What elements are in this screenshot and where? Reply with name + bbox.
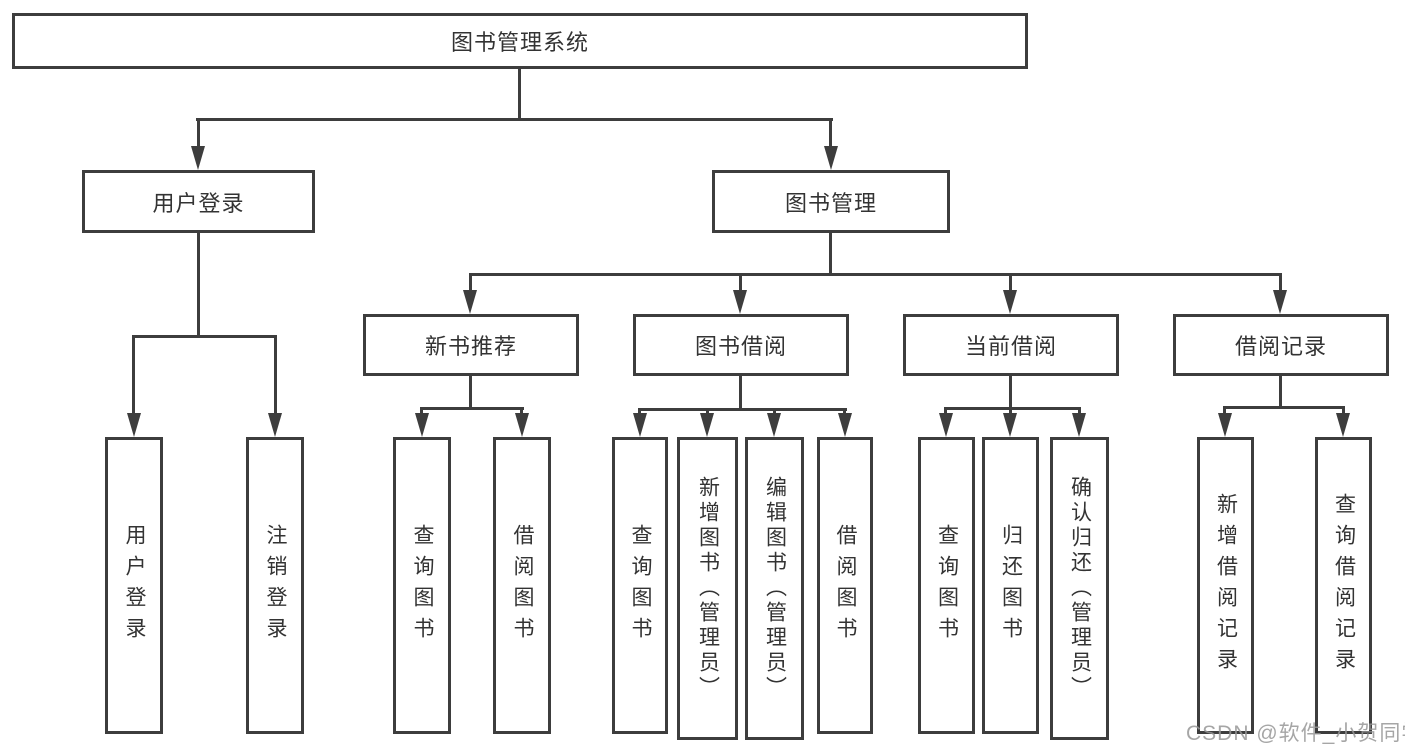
arrowhead-down-icon <box>1273 290 1287 314</box>
csdn-watermark: CSDN @软件_小贺同学 <box>1186 722 1405 745</box>
node-book-borrow: 图书借阅 <box>633 314 849 376</box>
connector-drop <box>773 408 776 415</box>
arrowhead-down-icon <box>700 413 714 437</box>
connector-drop <box>843 408 846 415</box>
arrowhead-down-icon <box>767 413 781 437</box>
leaf-logout: 注销登录 <box>246 437 304 734</box>
connector-book-borrow-stub <box>739 376 742 408</box>
leaf-query-book-label: 查询图书 <box>935 523 959 648</box>
arrowhead-down-icon <box>515 413 529 437</box>
leaf-borrow-book-label: 借阅图书 <box>511 523 534 648</box>
leaf-query-borrow-record-label: 查询借阅记录 <box>1332 492 1356 679</box>
arrowhead-down-icon <box>415 413 429 437</box>
node-current-borrow-label: 当前借阅 <box>964 334 1057 359</box>
node-new-book-recommend: 新书推荐 <box>363 314 579 376</box>
arrowhead-down-icon <box>633 413 647 437</box>
leaf-add-borrow-record: 新增借阅记录 <box>1197 437 1254 734</box>
connector-new-book-stub <box>469 376 472 407</box>
node-user-login-label: 用户登录 <box>152 190 245 216</box>
connector-drop <box>420 407 423 415</box>
arrowhead-down-icon <box>191 146 205 170</box>
arrowhead-down-icon <box>127 413 141 437</box>
node-book-management-label: 图书管理 <box>784 190 877 216</box>
arrowhead-down-icon <box>838 413 852 437</box>
connector-borrow-records-stub <box>1279 376 1282 406</box>
leaf-query-book-label: 查询图书 <box>629 523 652 648</box>
node-book-borrow-label: 图书借阅 <box>694 334 787 359</box>
connector-drop <box>1078 407 1081 415</box>
connector-book-management-stub <box>829 233 832 273</box>
leaf-add-borrow-record-label: 新增借阅记录 <box>1214 492 1238 679</box>
connector-drop-borrow-records <box>1279 273 1282 292</box>
connector-book-management-branch <box>469 273 1282 276</box>
connector-drop <box>706 408 709 415</box>
connector-drop-book-management <box>829 118 832 148</box>
connector-drop <box>944 407 947 415</box>
connector-drop-leaf-logout <box>274 335 277 413</box>
node-root: 图书管理系统 <box>12 13 1028 69</box>
leaf-query-book-borrow: 查询图书 <box>612 437 668 734</box>
leaf-return-book: 归还图书 <box>982 437 1039 734</box>
arrowhead-down-icon <box>824 146 838 170</box>
node-user-login: 用户登录 <box>82 170 315 233</box>
arrowhead-down-icon <box>733 290 747 314</box>
connector-user-login-branch <box>132 335 277 338</box>
node-borrow-records-label: 借阅记录 <box>1234 334 1327 359</box>
node-borrow-records: 借阅记录 <box>1173 314 1389 376</box>
connector-current-borrow-branch <box>944 407 1081 410</box>
leaf-query-book-label: 查询图书 <box>411 523 434 648</box>
connector-drop <box>1009 407 1012 415</box>
arrowhead-down-icon <box>1072 413 1086 437</box>
connector-drop-user-login <box>197 118 200 148</box>
connector-drop <box>638 408 641 415</box>
leaf-confirm-return-admin: 确认归还（管理员） <box>1050 437 1109 740</box>
leaf-borrow-book: 借阅图书 <box>817 437 873 734</box>
connector-drop-current-borrow <box>1009 273 1012 292</box>
leaf-user-login: 用户登录 <box>105 437 163 734</box>
leaf-query-borrow-record: 查询借阅记录 <box>1315 437 1372 734</box>
connector-drop <box>1223 406 1226 415</box>
arrowhead-down-icon <box>463 290 477 314</box>
leaf-borrow-book-recommend: 借阅图书 <box>493 437 551 734</box>
arrowhead-down-icon <box>1218 413 1232 437</box>
connector-drop-book-borrow <box>739 273 742 292</box>
node-new-book-recommend-label: 新书推荐 <box>424 334 517 359</box>
arrowhead-down-icon <box>268 413 282 437</box>
leaf-query-book-recommend: 查询图书 <box>393 437 451 734</box>
connector-current-borrow-stub <box>1009 376 1012 407</box>
connector-root-stub <box>518 68 521 118</box>
leaf-add-book-admin-label: 新增图书（管理员） <box>696 476 720 701</box>
node-root-label: 图书管理系统 <box>450 30 589 55</box>
leaf-edit-book-admin-label: 编辑图书（管理员） <box>763 476 787 701</box>
node-book-management: 图书管理 <box>712 170 950 233</box>
connector-drop-new-book <box>469 273 472 292</box>
leaf-add-book-admin: 新增图书（管理员） <box>677 437 738 740</box>
leaf-logout-label: 注销登录 <box>264 523 287 648</box>
connector-user-login-stub <box>197 233 200 335</box>
arrowhead-down-icon <box>1003 290 1017 314</box>
leaf-user-login-label: 用户登录 <box>123 523 146 648</box>
node-current-borrow: 当前借阅 <box>903 314 1119 376</box>
connector-borrow-records-branch <box>1223 406 1345 409</box>
leaf-return-book-label: 归还图书 <box>999 523 1023 648</box>
leaf-borrow-book-label: 借阅图书 <box>834 523 857 648</box>
connector-drop-leaf-user-login <box>132 335 135 413</box>
connector-new-book-branch <box>420 407 524 410</box>
arrowhead-down-icon <box>939 413 953 437</box>
leaf-query-book-current: 查询图书 <box>918 437 975 734</box>
arrowhead-down-icon <box>1336 413 1350 437</box>
connector-drop <box>520 407 523 415</box>
connector-book-borrow-branch <box>638 408 847 411</box>
connector-drop <box>1342 406 1345 415</box>
connector-root-branch <box>196 118 833 121</box>
leaf-edit-book-admin: 编辑图书（管理员） <box>745 437 804 740</box>
leaf-confirm-return-admin-label: 确认归还（管理员） <box>1068 476 1092 701</box>
arrowhead-down-icon <box>1003 413 1017 437</box>
